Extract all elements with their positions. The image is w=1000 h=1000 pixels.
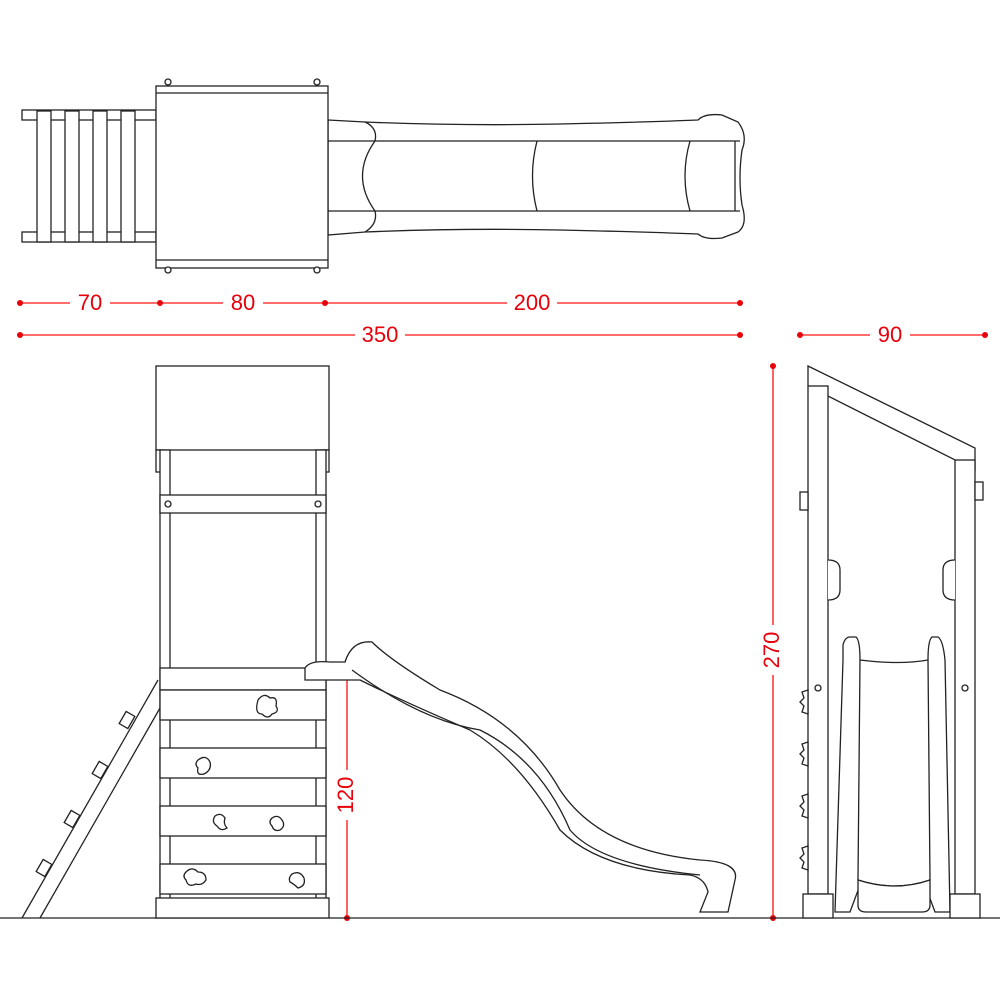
- climbing-holds: [183, 694, 306, 889]
- top-slide: [327, 113, 745, 240]
- front-roof: [155, 365, 330, 451]
- side-roof: [807, 364, 976, 472]
- side-left-post: [807, 385, 829, 895]
- top-view: [21, 78, 745, 274]
- front-base: [155, 897, 330, 919]
- dim-total-height: 270: [759, 632, 784, 669]
- dim-ladder-length: 70: [78, 290, 102, 315]
- side-view: [799, 364, 984, 919]
- top-platform: [155, 78, 329, 274]
- side-slide: [834, 636, 951, 913]
- top-ladder: [21, 109, 157, 243]
- front-platform: [159, 667, 327, 691]
- front-view: [21, 365, 737, 919]
- front-slide: [304, 641, 737, 913]
- dimension-lines: 70 80 200 350 90 270 120: [17, 290, 988, 921]
- dim-platform-length: 80: [231, 290, 255, 315]
- dim-platform-height: 120: [333, 777, 358, 814]
- side-holds: [799, 689, 809, 871]
- dim-slide-length: 200: [514, 290, 551, 315]
- dim-total-width: 90: [878, 322, 902, 347]
- dim-total-length: 350: [362, 322, 399, 347]
- side-right-post: [954, 459, 976, 895]
- front-ladder: [21, 679, 161, 919]
